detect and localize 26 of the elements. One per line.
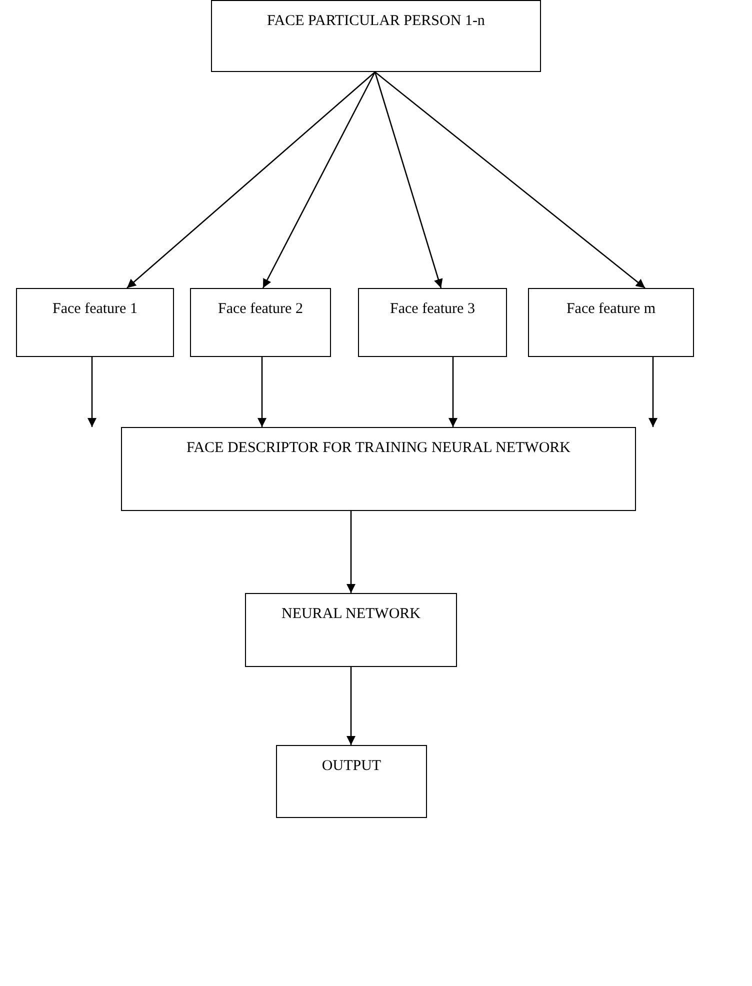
arrow xyxy=(126,72,376,288)
arrow xyxy=(346,511,356,593)
process-box xyxy=(190,288,331,357)
arrow xyxy=(448,357,458,427)
box-label: OUTPUT xyxy=(322,757,382,776)
process-box xyxy=(528,288,694,357)
box-label: Face feature 3 xyxy=(390,300,475,319)
process-box xyxy=(276,745,427,818)
box-label: Face feature 1 xyxy=(52,300,138,319)
box-label: NEURAL NETWORK xyxy=(281,605,420,624)
process-box xyxy=(16,288,174,357)
box-label: FACE DESCRIPTOR FOR TRAINING NEURAL NETWORK xyxy=(186,439,571,458)
process-box xyxy=(121,427,636,511)
arrow xyxy=(258,357,266,427)
arrow xyxy=(648,357,658,427)
arrow xyxy=(346,667,356,745)
arrow xyxy=(374,72,443,288)
arrow xyxy=(374,72,646,288)
box-label: Face feature m xyxy=(566,300,656,319)
process-box xyxy=(211,0,541,72)
arrow xyxy=(262,72,376,288)
box-label: FACE PARTICULAR PERSON 1-n xyxy=(267,12,485,31)
arrow xyxy=(88,357,96,427)
process-box xyxy=(245,593,457,667)
box-label: Face feature 2 xyxy=(218,300,303,319)
process-box xyxy=(358,288,507,357)
